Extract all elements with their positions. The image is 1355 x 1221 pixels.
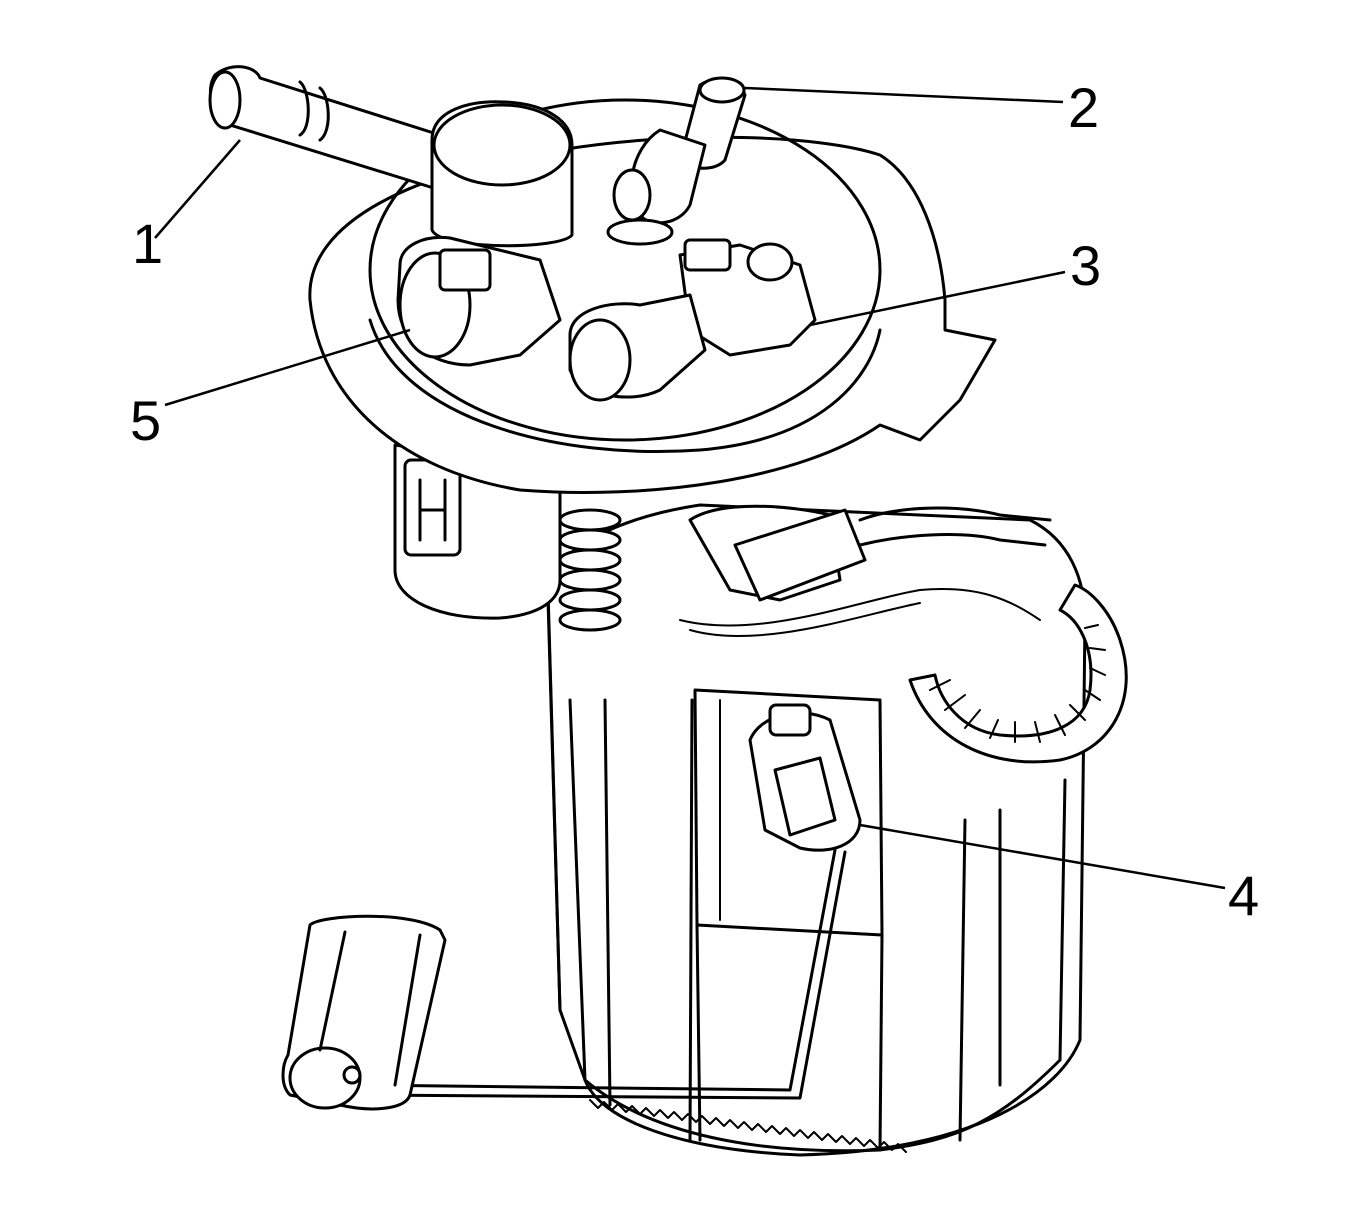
callout-4: 4 [1228, 864, 1259, 927]
leader-line-3 [809, 270, 1066, 327]
corrugated-harness [908, 583, 1128, 764]
callout-5: 5 [130, 389, 161, 452]
leader-line-1 [154, 139, 241, 239]
fuel-pressure-sensor [568, 238, 817, 402]
callout-1: 1 [132, 212, 163, 275]
fuel-level-float-arm [358, 848, 847, 1100]
vapor-vent-elbow [606, 76, 747, 246]
leader-line-2 [744, 86, 1064, 104]
internal-hoses [679, 504, 1052, 637]
level-sensor-connector [748, 703, 862, 852]
callout-2: 2 [1068, 76, 1099, 139]
leader-line-4 [859, 823, 1226, 890]
fuel-feed-pipe [208, 65, 574, 248]
main-harness-connector [396, 235, 562, 367]
callout-3: 3 [1070, 234, 1101, 297]
leader-line-5 [164, 328, 411, 407]
fuel-level-float [281, 914, 447, 1111]
spring [558, 508, 622, 632]
leader-lines [154, 86, 1226, 890]
